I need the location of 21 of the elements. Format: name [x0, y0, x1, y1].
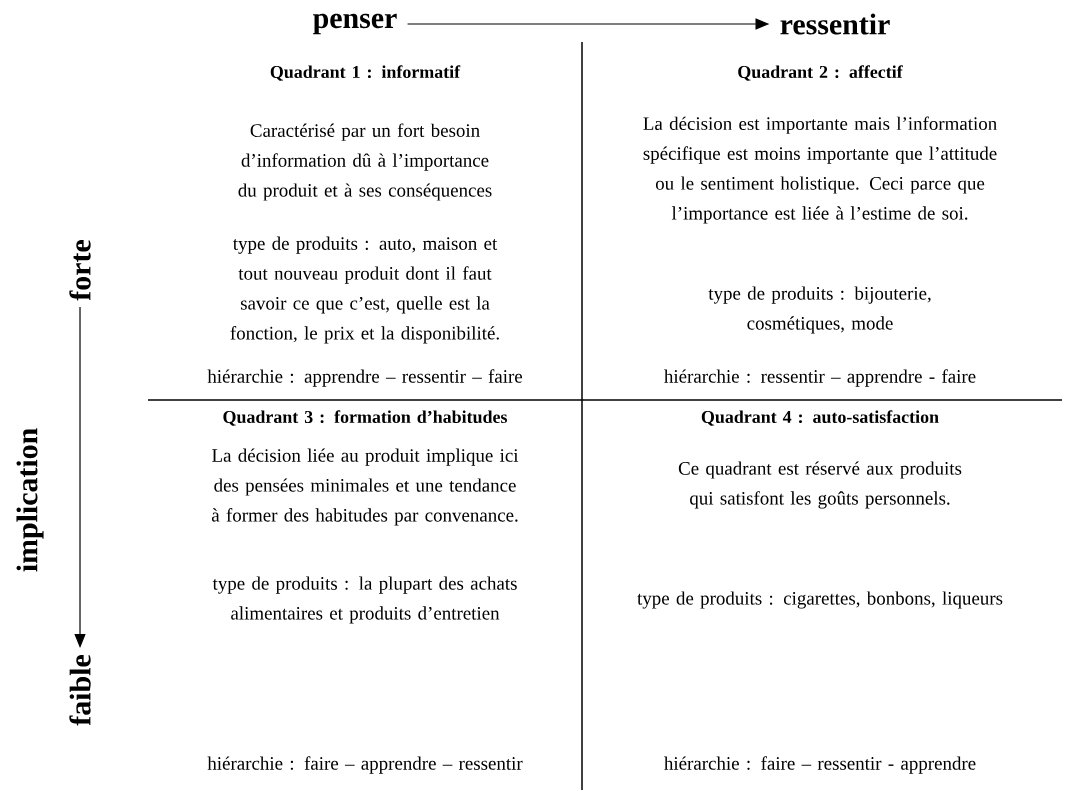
quadrant-heading: Quadrant 2 : affectif: [738, 65, 903, 81]
axis-label: forte: [69, 240, 91, 301]
axis-label: faible: [69, 655, 91, 726]
product-type-text: type de produits : la plupart des achats alimentaires et produits d’entretien: [212, 576, 517, 624]
axis-label: ressentir: [780, 13, 890, 35]
product-type-text: type de produits : bijouterie, cosmétiques, mode: [708, 286, 931, 334]
hierarchy-text: hiérarchie : faire – apprendre – ressentir: [207, 756, 523, 774]
description-text: La décision liée au produit implique ici des pensées minimales et une tendance à former des habitudes par convenance.: [211, 448, 519, 526]
hierarchy-text: hiérarchie : apprendre – ressentir – faire: [207, 369, 523, 387]
hierarchy-text: hiérarchie : faire – ressentir - apprendre: [664, 756, 976, 774]
axis-label: penser: [313, 13, 397, 35]
hierarchy-text: hiérarchie : ressentir – apprendre - faire: [664, 369, 976, 387]
quadrant-heading: Quadrant 4 : auto-satisfaction: [701, 410, 939, 426]
axis-title: implication: [16, 428, 44, 572]
description-text: Caractérisé par un fort besoin d’information dû à l’importance du produit et à ses conséquences: [238, 123, 492, 201]
description-text: La décision est importante mais l’information spécifique est moins importante que l’attitude ou le sentiment holistique. Ceci parce que l’importance est liée à l’estime de soi.: [643, 116, 997, 224]
product-type-text: type de produits : cigarettes, bonbons, liqueurs: [637, 591, 1003, 609]
description-text: Ce quadrant est réservé aux produits qui satisfont les goûts personnels.: [678, 461, 962, 509]
product-type-text: type de produits : auto, maison et tout nouveau produit dont il faut savoir ce que c’est, quelle est la fonction, le prix et la disponibilité.: [230, 236, 499, 344]
quadrant-heading: Quadrant 1 : informatif: [270, 65, 461, 81]
quadrant-heading: Quadrant 3 : formation d’habitudes: [223, 410, 508, 426]
